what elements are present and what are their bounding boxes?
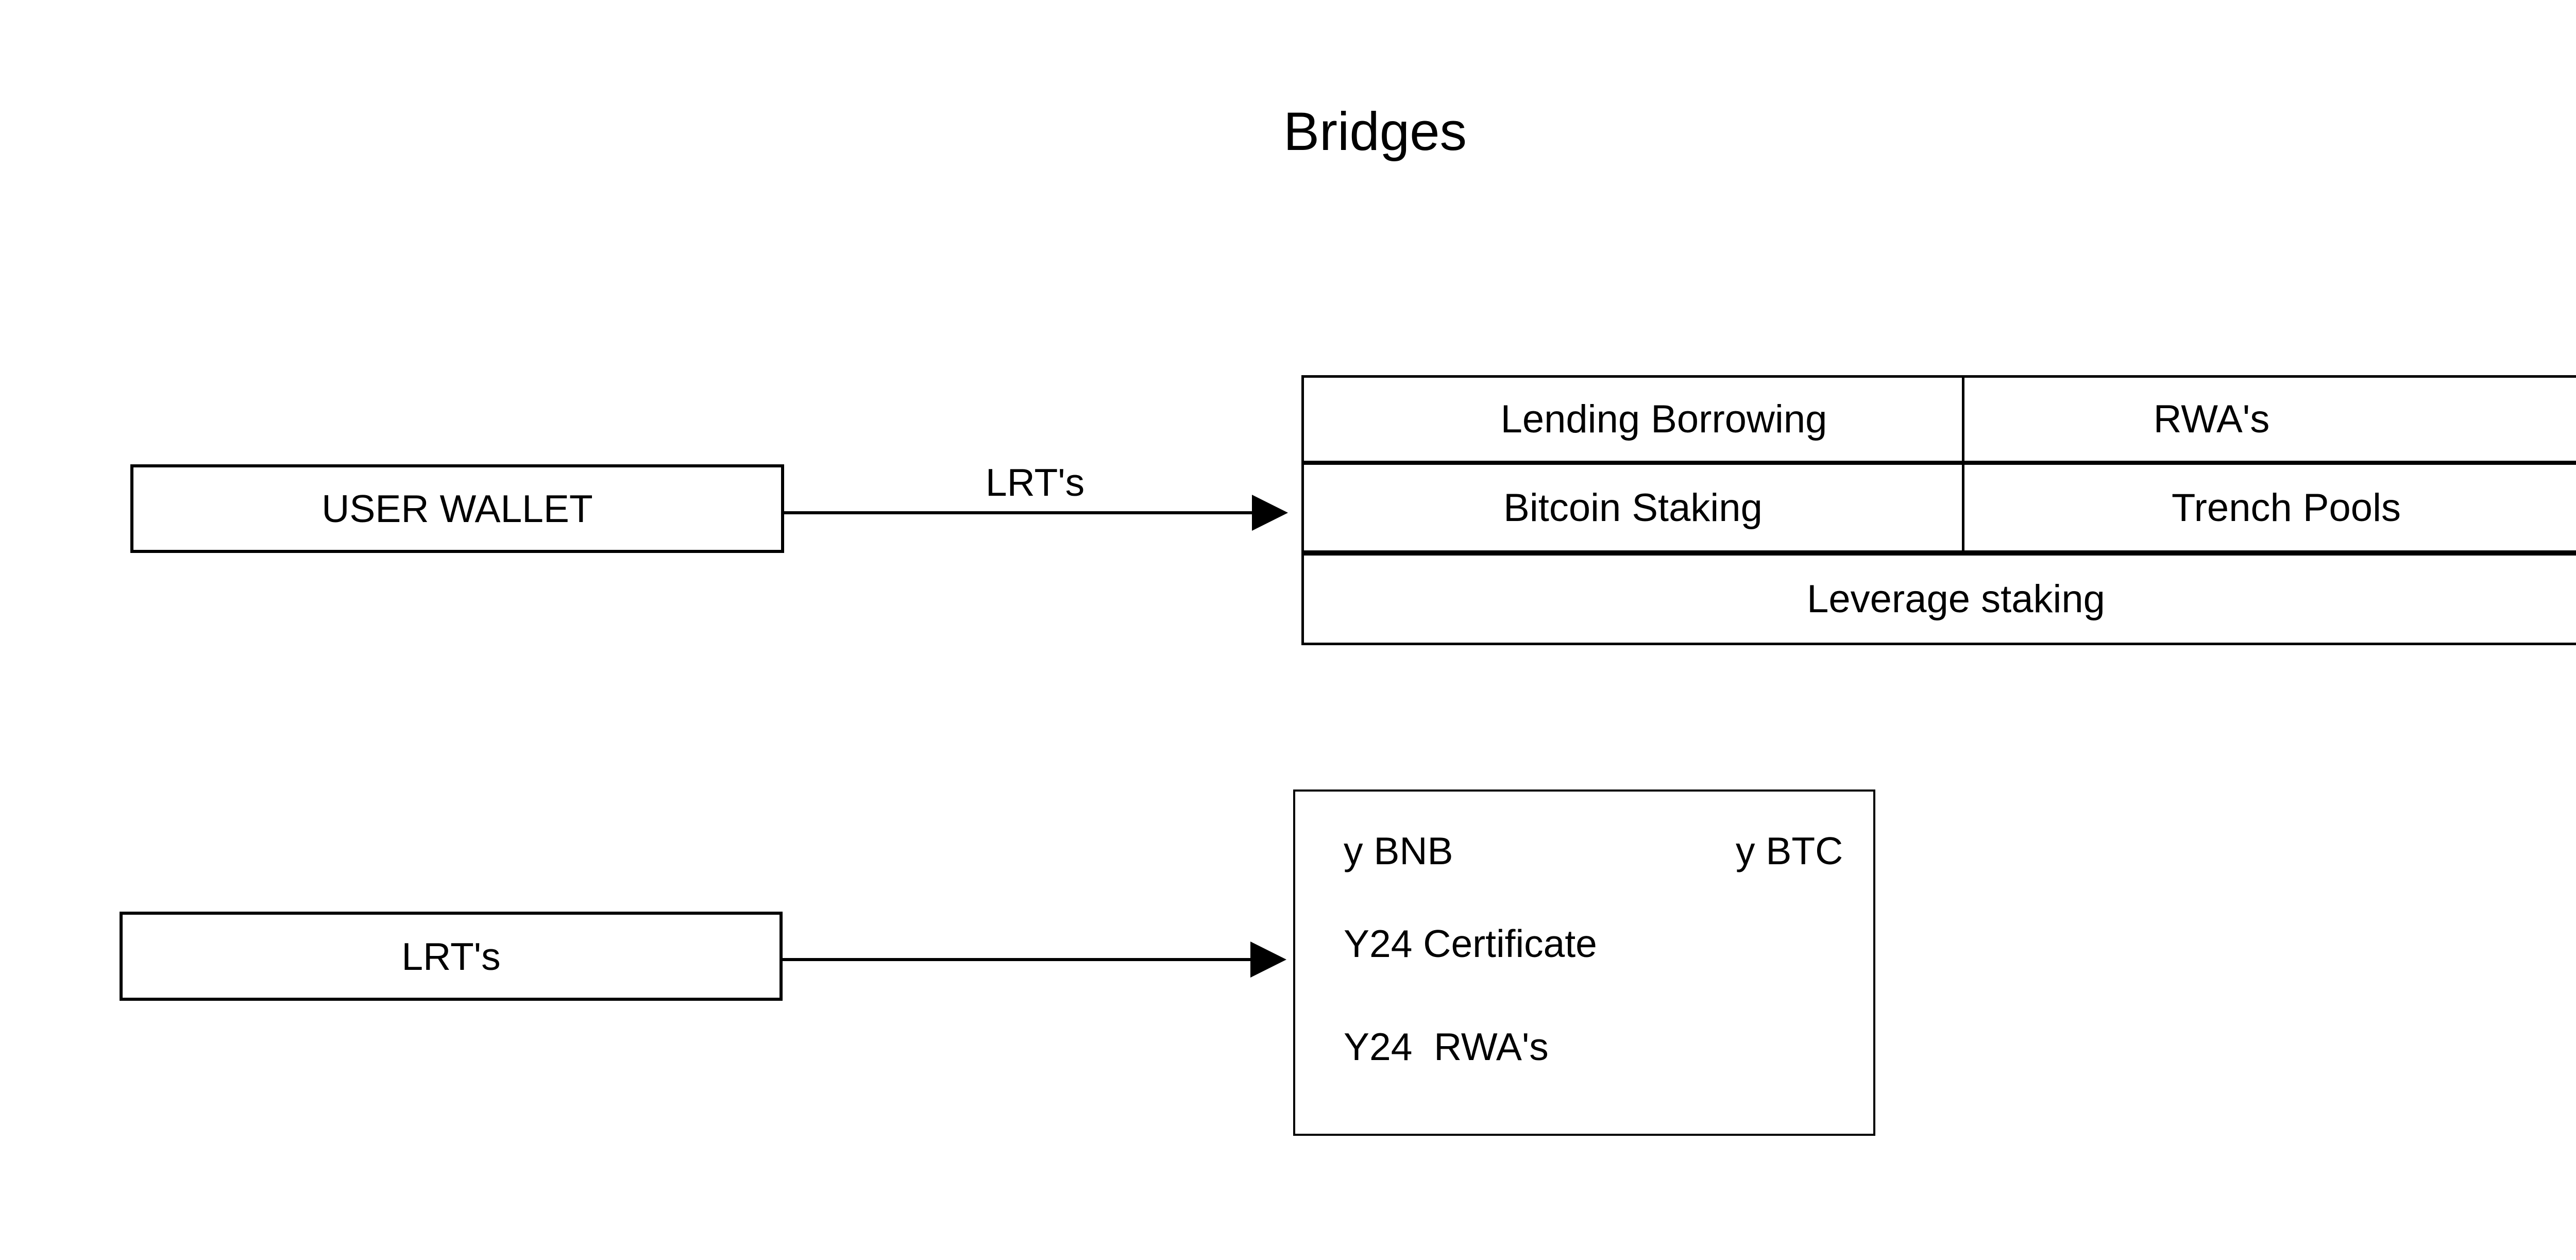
arrow2-head-icon [1250,942,1286,978]
arrow1-head-icon [1252,495,1288,531]
table-cell-bitcoin-staking: Bitcoin Staking [1304,465,1964,550]
token-y-btc: y BTC [1736,829,1843,872]
table-cell-trench-pools: Trench Pools [2172,485,2401,530]
tokens-box: y BNB y BTC Y24 Certificate Y24 RWA's [1293,789,1875,1136]
user-wallet-label: USER WALLET [321,487,593,530]
user-wallet-box: USER WALLET [130,464,784,553]
arrow1-line [784,511,1255,514]
token-y24-certificate: Y24 Certificate [1344,922,1597,965]
table-cell-leverage-staking: Leverage staking [1301,553,2576,645]
arrow1-label: LRT's [985,461,1085,504]
arrow2-line [783,958,1252,961]
table-cell-lending-borrowing: Lending Borrowing [1304,378,1964,465]
table-cell-rwas: RWA's [1964,378,2576,465]
token-y-bnb: y BNB [1344,829,1453,872]
token-y24-rwas: Y24 RWA's [1344,1025,1549,1068]
page-title: Bridges [1283,102,1467,162]
lrts-box: LRT's [120,912,783,1001]
bridges-table: Lending Borrowing RWA's Bitcoin Staking … [1301,375,2576,553]
lrts-box-label: LRT's [401,934,501,978]
